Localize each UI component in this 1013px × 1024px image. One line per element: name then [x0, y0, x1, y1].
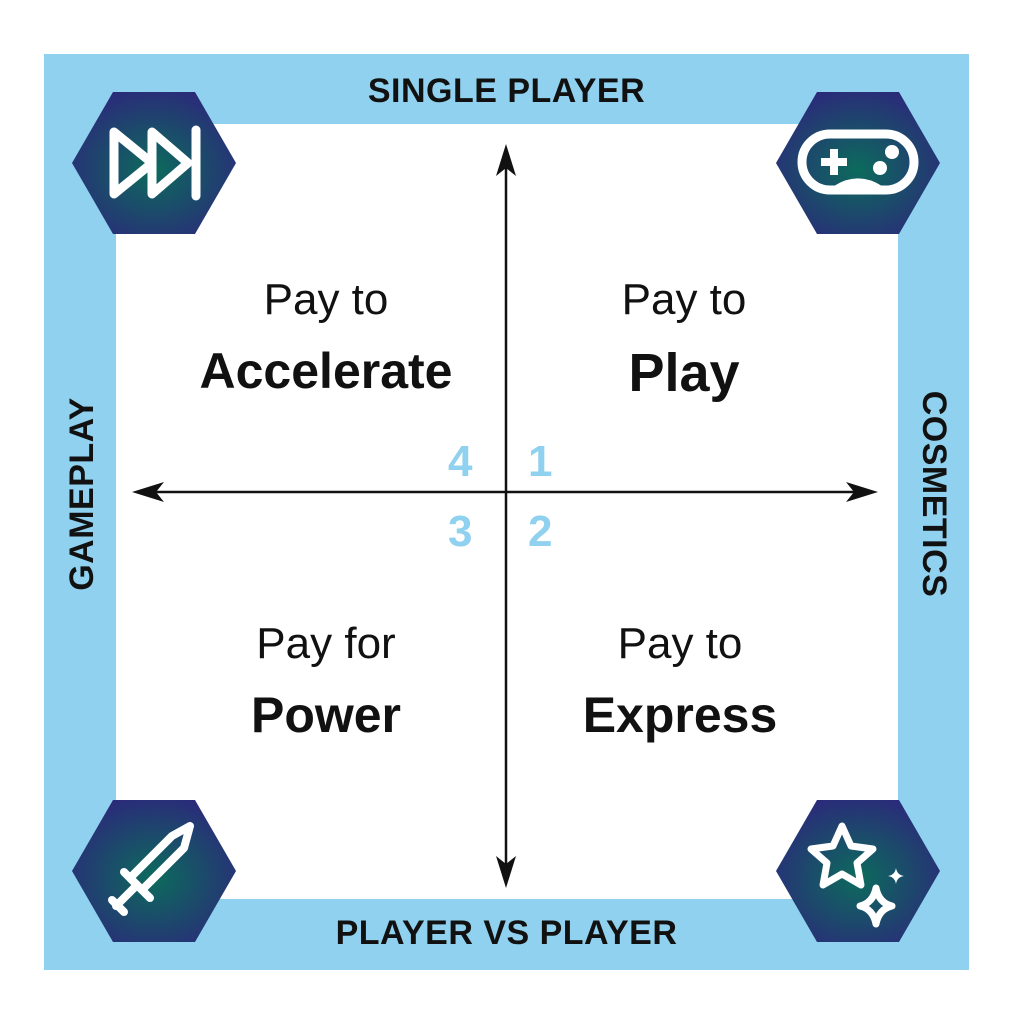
- axis-label-bottom: PLAYER VS PLAYER: [335, 914, 678, 952]
- quadrant-line1: Pay for: [256, 619, 396, 668]
- quadrant-number-4: 4: [448, 437, 473, 486]
- quadrant-bottom-right: Pay to Express: [500, 619, 860, 743]
- quadrant-title: Express: [582, 687, 778, 743]
- quadrant-number-3: 3: [448, 507, 473, 556]
- stars-icon: [776, 800, 940, 942]
- fast-forward-icon: [72, 92, 236, 234]
- arrow-up: [496, 144, 516, 176]
- arrow-down: [496, 856, 516, 888]
- quadrant-top-right: Pay to Play: [504, 275, 864, 403]
- quadrant-number-2: 2: [528, 507, 553, 556]
- quadrant-line1: Pay to: [617, 619, 743, 668]
- arrow-right: [846, 482, 878, 502]
- quadrant-title: Accelerate: [199, 343, 453, 399]
- quadrant-line1: Pay to: [621, 275, 747, 324]
- gamepad-icon: [776, 92, 940, 234]
- quadrant-line1: Pay to: [263, 275, 389, 324]
- quadrant-number-1: 1: [528, 437, 553, 486]
- quadrant-title: Power: [250, 687, 402, 743]
- axis-label-top: SINGLE PLAYER: [367, 72, 646, 110]
- quadrant-title: Play: [628, 343, 740, 403]
- sword-icon: [72, 800, 236, 942]
- quadrant-bottom-left: Pay for Power: [146, 619, 506, 743]
- arrow-left: [132, 482, 164, 502]
- quadrant-top-left: Pay to Accelerate: [146, 275, 506, 399]
